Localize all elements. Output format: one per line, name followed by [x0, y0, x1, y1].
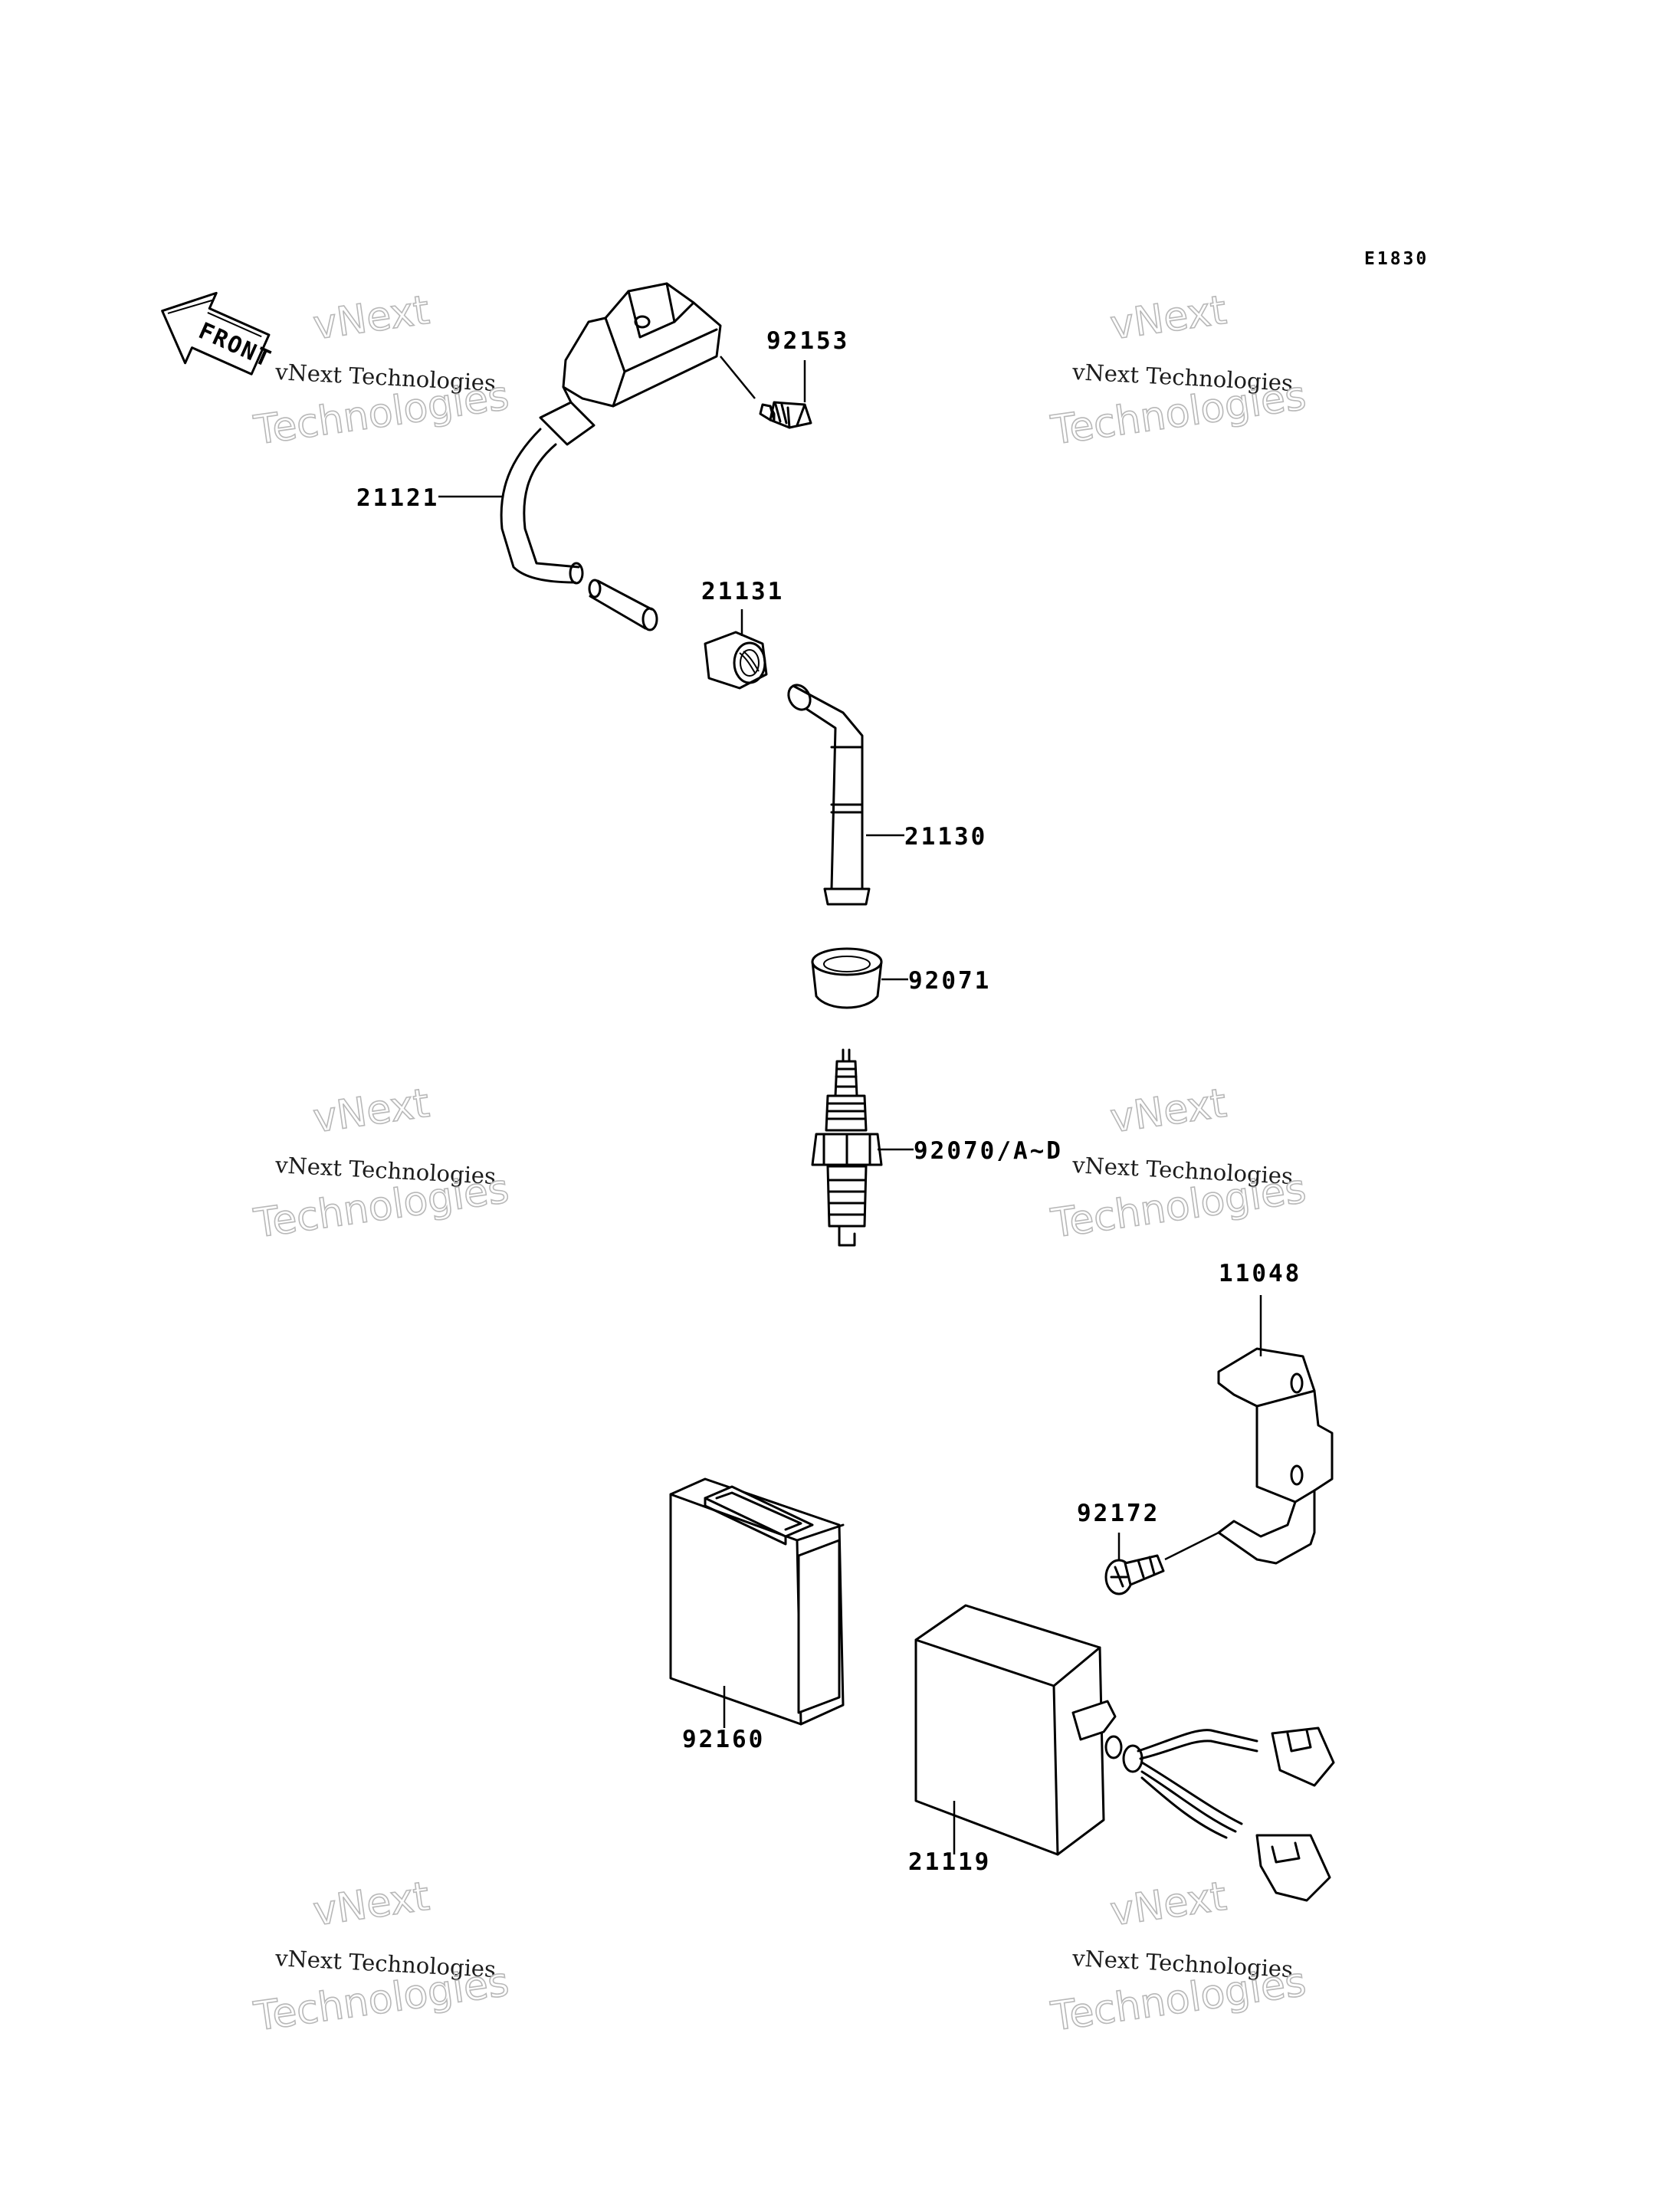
leader-92153-to-coil: [720, 356, 756, 399]
part-label-11048: 11048: [1219, 1260, 1301, 1287]
watermark-top-left: vNext vNext Technologies Technologies: [251, 287, 513, 454]
front-arrow-icon: FRONT: [161, 291, 276, 375]
bolt-drawing: [759, 401, 812, 429]
part-label-21121: 21121: [356, 484, 439, 512]
part-label-92070: 92070/A~D: [914, 1137, 1063, 1165]
watermark-middle-left: vNext vNext Technologies Technologies: [251, 1080, 513, 1248]
part-label-21130: 21130: [904, 823, 987, 851]
svg-text:vNext: vNext: [310, 1874, 432, 1936]
spark-plug-cap-drawing: [787, 684, 871, 906]
svg-text:vNext: vNext: [1107, 1874, 1229, 1936]
part-label-92160: 92160: [682, 1726, 765, 1753]
svg-text:vNext: vNext: [310, 1080, 432, 1143]
screw-drawing: [1104, 1554, 1165, 1595]
watermark-top-right: vNext vNext Technologies Technologies: [1048, 287, 1310, 454]
part-label-92071: 92071: [908, 967, 991, 995]
svg-text:vNext: vNext: [1107, 287, 1229, 349]
part-label-21131: 21131: [701, 578, 784, 605]
watermark-middle-right: vNext vNext Technologies Technologies: [1048, 1080, 1310, 1248]
part-label-92153: 92153: [766, 327, 849, 355]
watermark-bottom-right: vNext vNext Technologies Technologies: [1048, 1873, 1310, 2041]
part-label-21119: 21119: [908, 1848, 991, 1876]
leader-92172-to-bracket: [1164, 1531, 1219, 1561]
diagram-code: E1830: [1364, 249, 1429, 269]
spark-plug-drawing: [811, 1048, 883, 1247]
svg-text:vNext: vNext: [310, 287, 432, 349]
cover-drawing: [669, 1477, 845, 1726]
ignition-coil-drawing: [500, 282, 722, 631]
plug-seal-drawing: [811, 947, 883, 1009]
nut-drawing: [704, 631, 768, 690]
svg-text:vNext: vNext: [1107, 1080, 1229, 1143]
bracket-drawing: [1217, 1347, 1334, 1565]
cdi-unit-drawing: [914, 1604, 1335, 1902]
part-label-92172: 92172: [1077, 1500, 1160, 1527]
watermark-bottom-left: vNext vNext Technologies Technologies: [251, 1873, 513, 2041]
